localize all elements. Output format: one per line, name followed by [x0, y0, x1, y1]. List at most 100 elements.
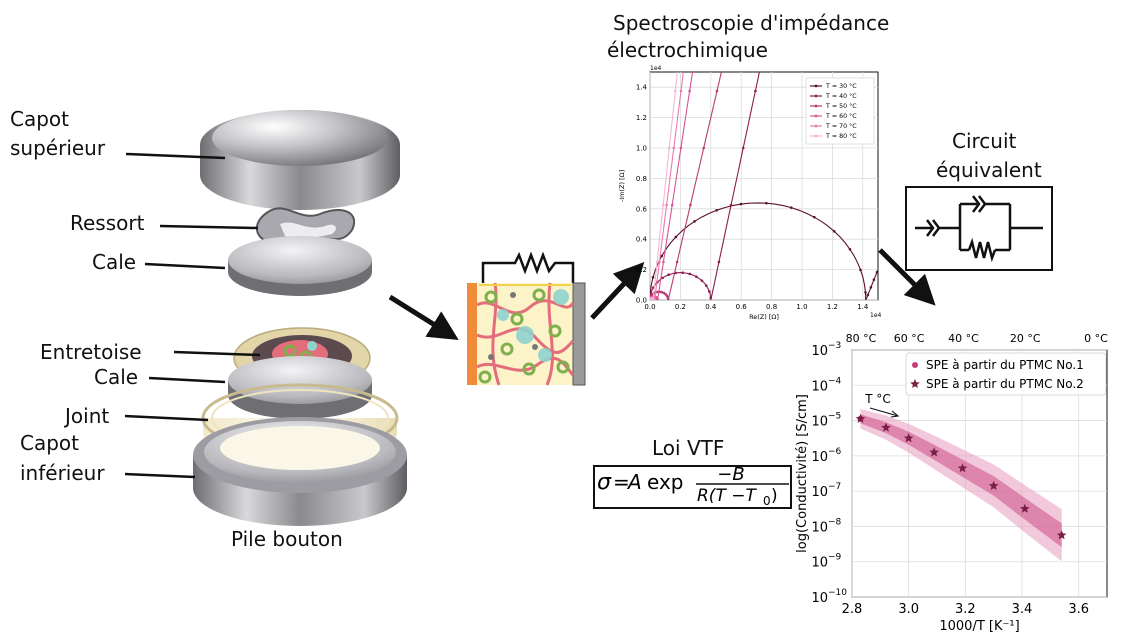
nyquist-data-point — [660, 290, 664, 294]
conductivity-y-tick-label: 10 — [811, 415, 828, 430]
nyquist-data-point — [661, 276, 664, 280]
vtf-denominator: R(T −T — [697, 486, 757, 505]
nyquist-data-point — [666, 298, 670, 300]
nyquist-x-tick-label: 1.0 — [796, 303, 807, 311]
nyquist-series-group — [650, 72, 878, 300]
conductivity-y-tick-label: 10 — [811, 591, 828, 606]
electrolyte-schematic — [467, 251, 586, 386]
top-cap-label-2: supérieur — [10, 136, 106, 160]
nyquist-data-point — [741, 146, 745, 150]
nyquist-legend-label: T = 80 °C — [825, 132, 857, 140]
nyquist-y-scale-label: 1e4 — [650, 65, 662, 72]
conductivity-y-tick-label: 10 — [811, 344, 828, 359]
nyquist-data-point — [655, 260, 659, 264]
nyquist-data-point — [693, 220, 696, 223]
nyquist-legend-label: T = 70 °C — [825, 122, 857, 130]
arrow-electrolyte-to-eis — [590, 262, 645, 320]
circuit-title-2: équivalent — [936, 158, 1042, 182]
vtf-numerator: −B — [717, 464, 744, 485]
nyquist-data-point — [661, 203, 665, 207]
conductivity-legend-marker-ptmc1 — [912, 362, 918, 368]
conductivity-top-tick-label: 60 °C — [894, 332, 925, 345]
nyquist-data-point — [670, 203, 674, 207]
conductivity-x-tick-label: 3.4 — [1012, 602, 1033, 617]
top-cap-label-1: Capot — [10, 107, 69, 131]
vtf-equation: σ = A exp −B R(T −T 0 ) — [597, 464, 789, 505]
spring-label: Ressort — [70, 211, 145, 235]
vtf-exp: exp — [647, 470, 683, 494]
nyquist-data-point — [872, 278, 876, 282]
nyquist-data-point — [832, 230, 836, 233]
nyquist-data-point — [681, 271, 685, 275]
nyquist-y-tick-label: 1.4 — [636, 84, 648, 92]
nyquist-data-point — [717, 260, 721, 264]
nyquist-y-tick-label: 0.2 — [636, 266, 647, 274]
conductivity-annotation-arrow — [869, 407, 899, 417]
bottom-cap-label-2: inférieur — [20, 461, 105, 485]
conductivity-point-ptmc2 — [929, 447, 939, 457]
coin-cell-diagram — [124, 110, 407, 526]
nyquist-series-line — [650, 202, 878, 300]
eis-title-2: électrochimique — [607, 38, 768, 62]
conductivity-legend-marker-ptmc2 — [910, 379, 920, 388]
shim-bottom-label: Cale — [94, 365, 139, 389]
nyquist-x-tick-label: 0.4 — [705, 303, 717, 311]
leader-lines — [124, 152, 261, 479]
conductivity-top-tick-label: 80 °C — [846, 332, 877, 345]
conductivity-y-axis-label: log(Conductivité) [S/cm] — [795, 394, 810, 553]
conductivity-top-tick-label: 20 °C — [1010, 332, 1041, 345]
nyquist-data-point — [651, 298, 655, 300]
conductivity-y-tick-exponent: −4 — [828, 376, 842, 386]
nyquist-data-point — [656, 298, 659, 300]
conductivity-x-tick-label: 2.8 — [842, 602, 863, 617]
conductivity-y-tick-exponent: −5 — [828, 412, 841, 422]
nyquist-data-point — [709, 296, 713, 300]
conductivity-band-outer — [860, 409, 1062, 562]
nyquist-legend-marker — [814, 134, 818, 138]
nyquist-data-point — [688, 89, 691, 93]
gasket-label: Joint — [65, 404, 110, 428]
nyquist-data-point — [689, 203, 692, 207]
conductivity-legend — [905, 352, 1107, 396]
conductivity-point-ptmc2 — [1020, 503, 1030, 513]
nyquist-legend — [805, 77, 875, 145]
nyquist-x-tick-label: 0.0 — [644, 303, 655, 311]
conductivity-y-tick-label: 10 — [811, 520, 828, 535]
nyquist-x-tick-label: 1.4 — [857, 303, 869, 311]
equivalent-circuit — [905, 186, 1053, 271]
nyquist-data-point — [729, 203, 733, 207]
nyquist-data-point — [679, 89, 683, 93]
vtf-equation-box — [593, 465, 792, 509]
nyquist-data-point — [813, 215, 816, 219]
nyquist-legend-label: T = 30 °C — [825, 82, 857, 90]
nyquist-data-point — [674, 235, 678, 239]
nyquist-data-point — [754, 89, 757, 93]
nyquist-data-point — [667, 146, 671, 150]
nyquist-data-point — [705, 284, 708, 288]
nyquist-data-point — [864, 291, 867, 294]
nyquist-data-point — [848, 247, 852, 251]
nyquist-data-point — [674, 89, 677, 93]
conductivity-y-tick-label: 10 — [811, 485, 828, 500]
nyquist-data-point — [665, 203, 668, 207]
nyquist-y-tick-label: 0.8 — [636, 175, 647, 183]
conductivity-point-ptmc2 — [855, 413, 866, 423]
conductivity-top-tick-label: 0 °C — [1084, 332, 1108, 345]
conductivity-y-tick-label: 10 — [811, 379, 828, 394]
nyquist-legend-marker — [814, 94, 818, 98]
vtf-sigma: σ — [597, 470, 612, 495]
shim-top-label: Cale — [92, 250, 137, 274]
nyquist-legend-label: T = 40 °C — [825, 92, 857, 100]
nyquist-y-axis-label: -Im(Z) [Ω] — [618, 170, 626, 202]
nyquist-data-point — [658, 260, 661, 264]
conductivity-y-tick-exponent: −3 — [828, 341, 841, 351]
nyquist-x-scale-label: 1e4 — [870, 312, 882, 319]
nyquist-data-point — [765, 201, 768, 205]
nyquist-data-point — [859, 268, 862, 272]
conductivity-y-tick-label: 10 — [811, 556, 828, 571]
nyquist-data-point — [667, 273, 671, 277]
vtf-subscript: 0 — [763, 494, 771, 505]
nyquist-data-point — [715, 89, 719, 93]
nyquist-data-point — [675, 260, 679, 264]
